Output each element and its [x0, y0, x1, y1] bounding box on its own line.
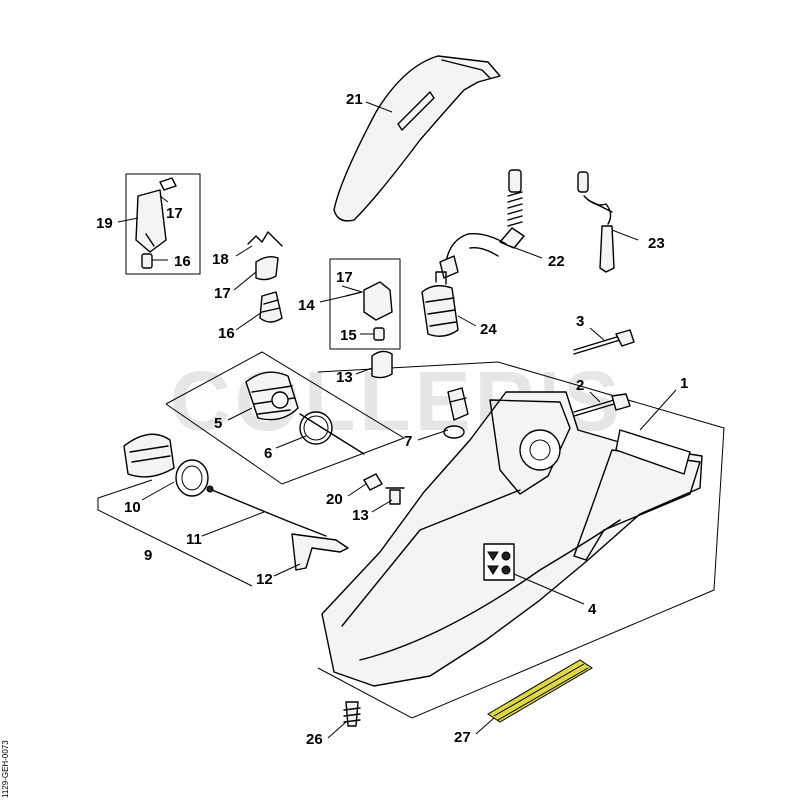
callout-20: 18	[212, 251, 229, 268]
part-19-grommet	[255, 255, 279, 281]
callout-10: 10	[124, 499, 141, 516]
callout-18: 16	[218, 325, 235, 342]
callout-16-b: 15	[340, 327, 357, 344]
part-6-seal-ring	[299, 411, 365, 455]
part-11-cable	[206, 485, 327, 537]
callout-9: 9	[144, 547, 152, 564]
callout-22: 20	[326, 491, 343, 508]
part-21-assembly	[135, 177, 177, 269]
part-2-screw	[573, 393, 631, 417]
callout-13: 13	[352, 507, 369, 524]
callout-25: 24	[480, 321, 497, 338]
callout-7: 7	[404, 433, 412, 450]
part-1-housing	[321, 391, 703, 687]
group-box-21	[125, 173, 201, 275]
callout-27: 26	[306, 731, 323, 748]
part-7-valve	[443, 387, 469, 439]
part-13-screw	[385, 487, 405, 505]
callout-2: 2	[576, 377, 584, 394]
part-28-adhesive-strip	[487, 659, 593, 723]
callout-15: 14	[298, 297, 315, 314]
part-10-worm-gear	[123, 433, 175, 478]
part-20-spring-clip	[247, 231, 283, 247]
callout-17-b: 17	[336, 269, 353, 286]
part-3-screw	[573, 329, 635, 355]
callout-1: 1	[680, 375, 688, 392]
part-14-cap	[371, 350, 393, 379]
callout-6: 6	[264, 445, 272, 462]
callout-12: 12	[256, 571, 273, 588]
part-15-assembly	[345, 281, 393, 341]
callout-24: 23	[648, 235, 665, 252]
callout-28: 27	[454, 729, 471, 746]
callout-19: 17	[214, 285, 231, 302]
callout-16-a: 16	[174, 253, 191, 270]
part-25-fuel-filter	[421, 271, 459, 337]
part-12-lever	[291, 533, 349, 571]
part-26-handle	[333, 55, 501, 222]
housing-frame-1	[317, 361, 725, 719]
part-22-clip	[363, 473, 383, 491]
part-24-impulse-hose	[577, 171, 615, 273]
callout-11: 11	[186, 531, 202, 548]
callout-14: 13	[336, 369, 353, 386]
callout-21: 19	[96, 215, 113, 232]
reference-code: 1129-GEH-0073	[1, 740, 10, 798]
part-23-fuel-hose	[439, 169, 525, 279]
part-10-washer	[175, 459, 209, 497]
callout-17-a: 17	[166, 205, 183, 222]
callout-26: 21	[346, 91, 363, 108]
group-frame-5-6	[165, 351, 406, 485]
callout-3: 3	[576, 313, 584, 330]
part-27-screw	[343, 701, 361, 727]
group-box-15	[329, 258, 401, 350]
callout-4: 4	[588, 601, 597, 618]
part-18-filter	[259, 291, 283, 323]
callout-23: 22	[548, 253, 565, 270]
leader-lines	[117, 101, 677, 739]
callout-5: 5	[214, 415, 222, 432]
callout-labels: 21 19 17 16 18 17 16 14 17 15 13 22 23 2…	[96, 91, 688, 748]
part-5-oil-pump	[245, 371, 299, 421]
group-bracket-9	[97, 479, 253, 587]
